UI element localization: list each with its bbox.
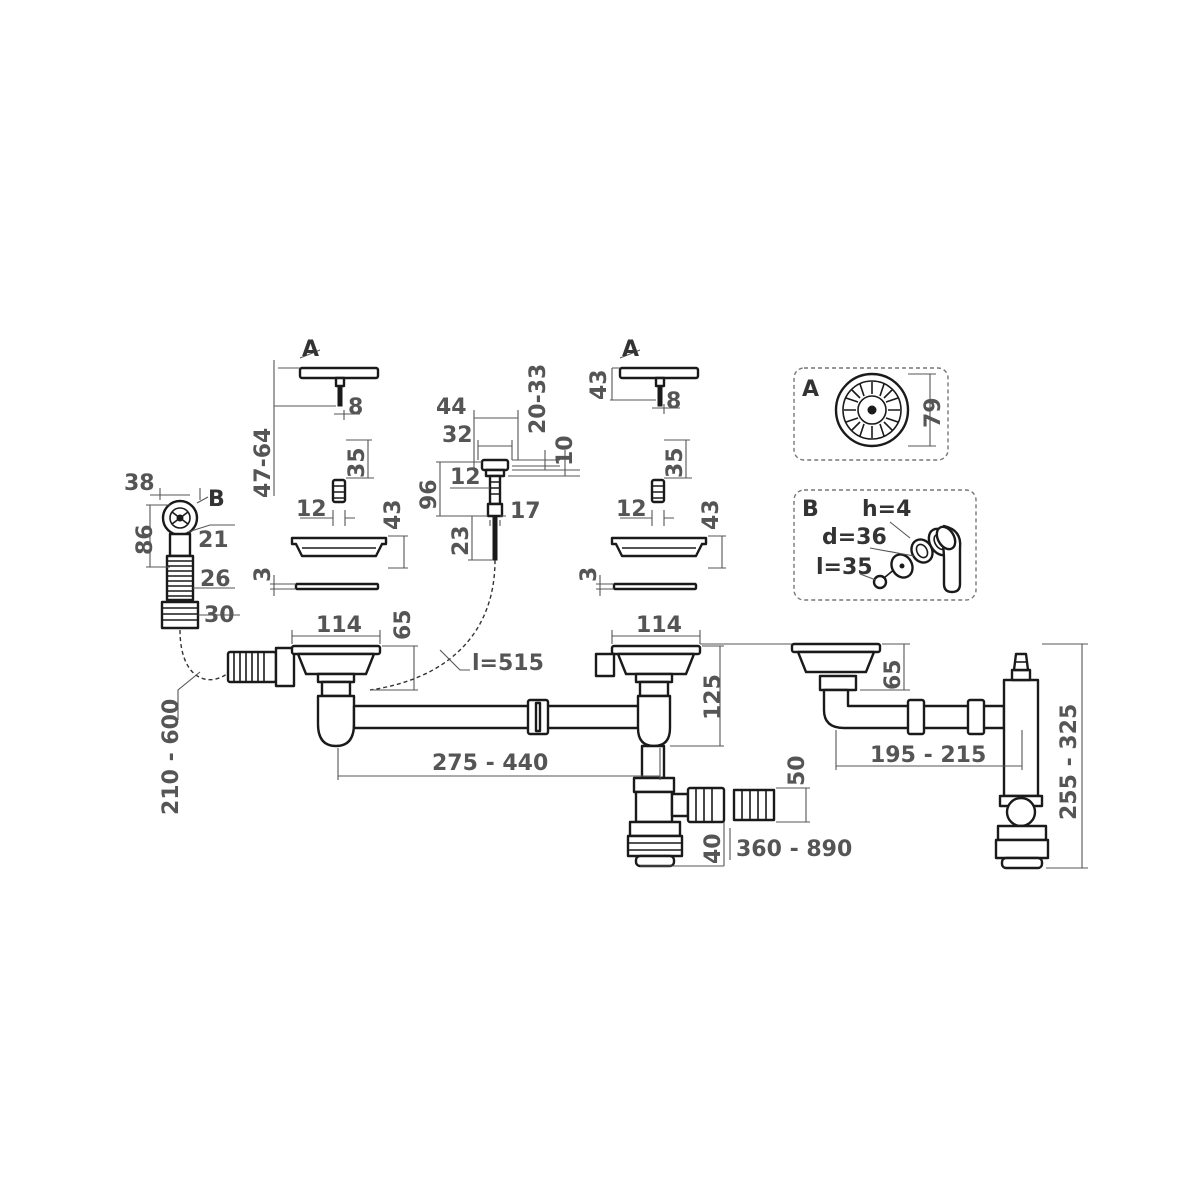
box-b-leaders: [859, 521, 915, 581]
dim-12-mid: 12: [450, 465, 481, 490]
dim-114-left: 114: [316, 613, 362, 638]
dim-8-left: 8: [348, 395, 363, 420]
dim-255-325: 255 - 325: [1057, 704, 1082, 820]
dim-43-right: 43: [699, 499, 724, 530]
dim-79: 79: [921, 397, 946, 428]
dim-360-890: 360 - 890: [736, 837, 852, 862]
dim-10: 10: [553, 435, 578, 466]
spec-d: d=36: [822, 525, 887, 550]
knob-assembly: [369, 458, 510, 691]
callout-b-left: B: [208, 487, 225, 512]
dim-32: 32: [442, 423, 473, 448]
callout-a-left: A: [302, 337, 319, 362]
dim-210-600: 210 - 600: [159, 699, 184, 815]
dim-65-far: 65: [881, 659, 906, 690]
dim-96: 96: [417, 479, 442, 510]
box-a-title: A: [802, 377, 819, 402]
dim-114-right: 114: [636, 613, 682, 638]
left-strainer-dimensions: [270, 349, 408, 596]
dim-38: 38: [124, 471, 155, 496]
single-drain-assembly: [790, 642, 1050, 870]
dim-20-33: 20-33: [526, 364, 551, 434]
dim-47-64: 47-64: [251, 428, 276, 498]
spec-l: l=35: [816, 555, 873, 580]
dim-275-440: 275 - 440: [432, 751, 548, 776]
knob-dimensions: [436, 410, 580, 561]
dim-35-right: 35: [663, 447, 688, 478]
dim-12-right: 12: [616, 497, 647, 522]
single-assembly-dimensions: [700, 643, 1088, 869]
dim-23: 23: [449, 525, 474, 556]
dim-35-left: 35: [345, 447, 370, 478]
dim-79-line: [908, 373, 936, 447]
dim-125: 125: [701, 674, 726, 720]
dim-195-215: 195 - 215: [870, 743, 986, 768]
dim-8-right: 8: [666, 389, 681, 414]
dim-26: 26: [200, 567, 231, 592]
main-assembly-dimensions: [291, 630, 810, 867]
dim-12-left: 12: [296, 497, 327, 522]
main-drain-assembly: [290, 644, 776, 868]
dim-65-left: 65: [391, 609, 416, 640]
dim-44: 44: [436, 395, 467, 420]
dim-l515: l=515: [472, 651, 544, 676]
dim-3-left: 3: [251, 567, 276, 582]
strainer-slots: [844, 382, 900, 438]
callout-a-right: A: [622, 337, 639, 362]
dim-40: 40: [701, 833, 726, 864]
box-b-title: B: [802, 497, 819, 522]
dim-43-top-right: 43: [587, 369, 612, 400]
dim-30: 30: [204, 603, 235, 628]
dim-86: 86: [133, 524, 158, 555]
detail-box-a: [793, 367, 949, 461]
right-strainer-exploded: [610, 366, 708, 591]
dim-3-right: 3: [577, 567, 602, 582]
dim-17: 17: [510, 499, 541, 524]
dim-21: 21: [198, 528, 229, 553]
dim-43-left: 43: [381, 499, 406, 530]
dim-50: 50: [785, 755, 810, 786]
detail-box-b: [793, 489, 977, 601]
overflow-dimensions: [146, 488, 240, 720]
spec-h: h=4: [862, 497, 911, 522]
left-strainer-exploded: [290, 366, 388, 591]
right-strainer-dimensions: [596, 349, 726, 596]
